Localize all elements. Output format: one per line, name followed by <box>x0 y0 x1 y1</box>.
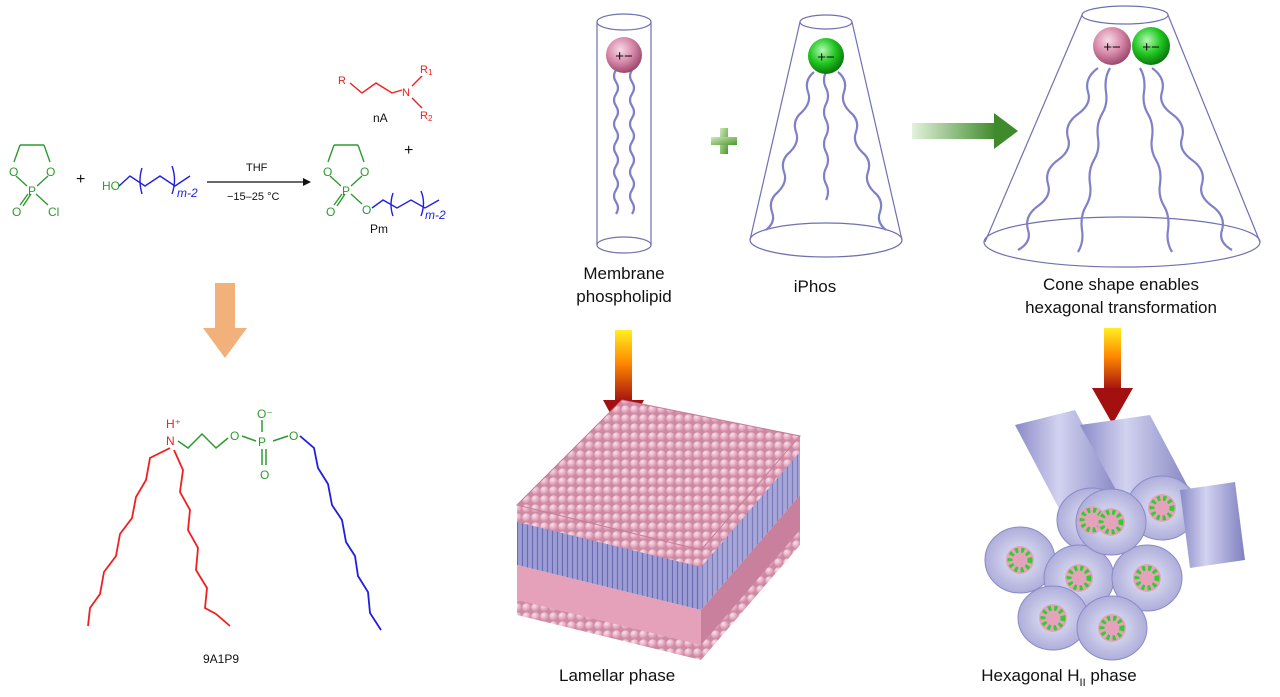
cone-shape: +− +− <box>984 6 1260 267</box>
amine-label: nA <box>373 111 388 125</box>
atom-o: O <box>230 429 239 443</box>
atom-o: O <box>326 205 335 219</box>
hexagonal-label: Hexagonal HII phase <box>981 666 1136 689</box>
atom-n: N <box>402 87 410 99</box>
red-chain-right <box>174 450 230 626</box>
cone-label: hexagonal transformation <box>1025 298 1217 317</box>
atom-o: O <box>12 205 21 219</box>
blue-chain <box>300 436 381 630</box>
molecule-label: 9A1P9 <box>203 652 239 666</box>
temperature-label: −15–25 °C <box>227 191 279 203</box>
charge-symbol: +− <box>1103 39 1121 56</box>
charge-symbol: +− <box>615 48 633 65</box>
atom-o: O <box>9 165 18 179</box>
atom-o: O <box>323 165 332 179</box>
atom-o: O <box>260 468 269 482</box>
amine-structure <box>350 76 422 108</box>
membrane-phospholipid-cylinder: +− <box>597 14 651 253</box>
red-chain-left <box>88 448 170 626</box>
plus-icon <box>711 128 737 154</box>
atom-o-minus: O⁻ <box>257 407 273 421</box>
atom-h-plus: H⁺ <box>166 417 181 431</box>
atom-cl: Cl <box>48 205 59 219</box>
lamellar-label: Lamellar phase <box>559 666 675 685</box>
hexagonal-cylinders <box>985 410 1245 660</box>
atom-o: O <box>362 203 371 217</box>
atom-o: O <box>360 165 369 179</box>
atom-r: R <box>338 75 346 87</box>
atom-p: P <box>28 184 36 198</box>
reaction-scheme: O O P O Cl + HO m-2 THF −15–25 °C <box>9 64 446 236</box>
product-label: Pm <box>370 222 388 236</box>
down-arrow-hexagonal <box>1092 328 1133 424</box>
atom-r1: R1 <box>420 64 433 77</box>
atom-p: P <box>258 435 266 449</box>
down-arrow <box>203 283 247 358</box>
charge-symbol: +− <box>1142 39 1160 56</box>
solvent-label: THF <box>246 162 268 174</box>
subscript-m-2: m-2 <box>177 186 198 200</box>
atom-r2: R2 <box>420 110 433 123</box>
atom-o: O <box>46 165 55 179</box>
membrane-label: phospholipid <box>576 287 671 306</box>
atom-ho: HO <box>102 179 120 193</box>
plus-sign: + <box>76 171 85 188</box>
plus-sign: + <box>404 142 413 159</box>
lamellar-bilayer <box>517 400 800 660</box>
cone-label: Cone shape enables <box>1043 275 1199 294</box>
atom-p: P <box>342 184 350 198</box>
membrane-label: Membrane <box>583 264 664 283</box>
molecule-9a1p9: H⁺ N O P O⁻ O O 9A1P9 <box>88 407 381 666</box>
iphos-cone: +− <box>750 15 902 257</box>
subscript-m-2: m-2 <box>425 208 446 222</box>
atom-n: N <box>166 434 175 448</box>
charge-symbol: +− <box>817 49 835 66</box>
iphos-label: iPhos <box>794 277 837 296</box>
green-right-arrow <box>912 113 1018 149</box>
atom-o: O <box>289 429 298 443</box>
